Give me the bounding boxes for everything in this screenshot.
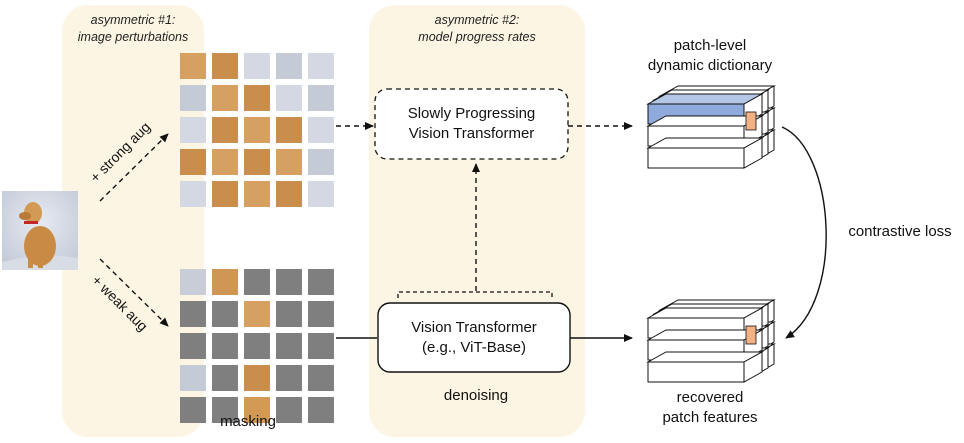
recovered-feature-stack xyxy=(646,299,776,383)
masked-patch xyxy=(308,397,334,423)
strong-aug-patch xyxy=(180,149,206,175)
strong-aug-patch xyxy=(276,117,302,143)
masked-patch xyxy=(276,269,302,295)
visible-patch xyxy=(244,301,270,327)
strong-aug-patch xyxy=(212,117,238,143)
highlighted-patch-feature xyxy=(745,325,757,345)
masked-patch xyxy=(308,301,334,327)
strong-aug-patch xyxy=(212,85,238,111)
masking-label: masking xyxy=(220,413,276,430)
ema-bracket xyxy=(397,291,553,298)
dictionary-label-line2: dynamic dictionary xyxy=(647,57,773,74)
teacher-label-line1: Slowly Progressing xyxy=(407,105,536,122)
recovered-label-line1: recovered xyxy=(676,389,744,406)
masked-patch xyxy=(244,269,270,295)
contrastive-loss-label: contrastive loss xyxy=(848,223,952,240)
visible-patch xyxy=(244,397,270,423)
feature-top-face xyxy=(646,329,764,341)
feature-top-face xyxy=(646,115,764,127)
student-label-line1: Vision Transformer xyxy=(411,319,537,336)
strong-aug-patch xyxy=(276,181,302,207)
model-progress-title-line1: asymmetric #2: xyxy=(434,13,520,27)
strong-aug-patch xyxy=(212,181,238,207)
masked-patch xyxy=(212,333,238,359)
teacher-label-line2: Vision Transformer xyxy=(408,125,535,142)
masked-patch xyxy=(212,301,238,327)
masked-patch xyxy=(212,397,238,423)
strong-aug-patch xyxy=(276,85,302,111)
feature-top-face xyxy=(646,93,764,105)
strong-aug-patch xyxy=(244,85,270,111)
model-progress-title-line2: model progress rates xyxy=(418,30,536,44)
strong-aug-patch xyxy=(308,181,334,207)
student-label-line2: (e.g., ViT-Base) xyxy=(422,339,526,356)
strong-aug-patch xyxy=(308,85,334,111)
feature-vector xyxy=(647,147,745,169)
strong-aug-patch xyxy=(244,53,270,79)
visible-patch xyxy=(180,269,206,295)
strong-aug-patch xyxy=(308,53,334,79)
masked-patch xyxy=(180,301,206,327)
strong-aug-patch xyxy=(308,117,334,143)
image-perturbations-title-line1: asymmetric #1: xyxy=(90,13,176,27)
masked-patch xyxy=(276,301,302,327)
visible-patch xyxy=(212,269,238,295)
teacher-box xyxy=(374,88,569,160)
strong-aug-patch xyxy=(212,149,238,175)
strong-aug-patch xyxy=(244,181,270,207)
visible-patch xyxy=(180,365,206,391)
masked-patch xyxy=(276,365,302,391)
student-box xyxy=(377,302,571,373)
input-dog-image xyxy=(2,191,78,270)
visible-patch xyxy=(244,365,270,391)
masked-patch xyxy=(212,365,238,391)
strong-aug-patch xyxy=(180,181,206,207)
strong-aug-arrow xyxy=(99,133,169,202)
strong-aug-patch xyxy=(244,149,270,175)
dictionary-feature-stack xyxy=(646,85,776,169)
contrastive-loss-arrow xyxy=(781,126,827,339)
image-perturbations-title-line2: image perturbations xyxy=(77,30,189,44)
feature-top-face xyxy=(646,137,764,149)
strong-aug-patch xyxy=(180,85,206,111)
masked-patch xyxy=(244,333,270,359)
strong-aug-patch xyxy=(180,53,206,79)
strong-aug-patch xyxy=(244,117,270,143)
feature-top-face xyxy=(646,351,764,363)
strong-aug-patch xyxy=(276,149,302,175)
masked-patch xyxy=(276,397,302,423)
strong-aug-patch xyxy=(276,53,302,79)
masked-patch xyxy=(180,333,206,359)
highlighted-patch-feature xyxy=(745,111,757,131)
dictionary-label-line1: patch-level xyxy=(673,37,747,54)
weak-aug-arrow xyxy=(99,258,169,327)
strong-aug-patch xyxy=(308,149,334,175)
masked-patch xyxy=(276,333,302,359)
masked-patch-grid xyxy=(180,269,334,423)
strong-aug-patch xyxy=(180,117,206,143)
strong-aug-patch xyxy=(212,53,238,79)
masked-patch xyxy=(180,397,206,423)
feature-vector xyxy=(647,361,745,383)
masked-patch xyxy=(308,269,334,295)
masked-patch xyxy=(308,333,334,359)
feature-top-face xyxy=(646,307,764,319)
recovered-label-line2: patch features xyxy=(662,409,758,426)
strong-aug-patch-grid xyxy=(180,53,334,207)
denoising-label: denoising xyxy=(443,387,509,404)
masked-patch xyxy=(308,365,334,391)
